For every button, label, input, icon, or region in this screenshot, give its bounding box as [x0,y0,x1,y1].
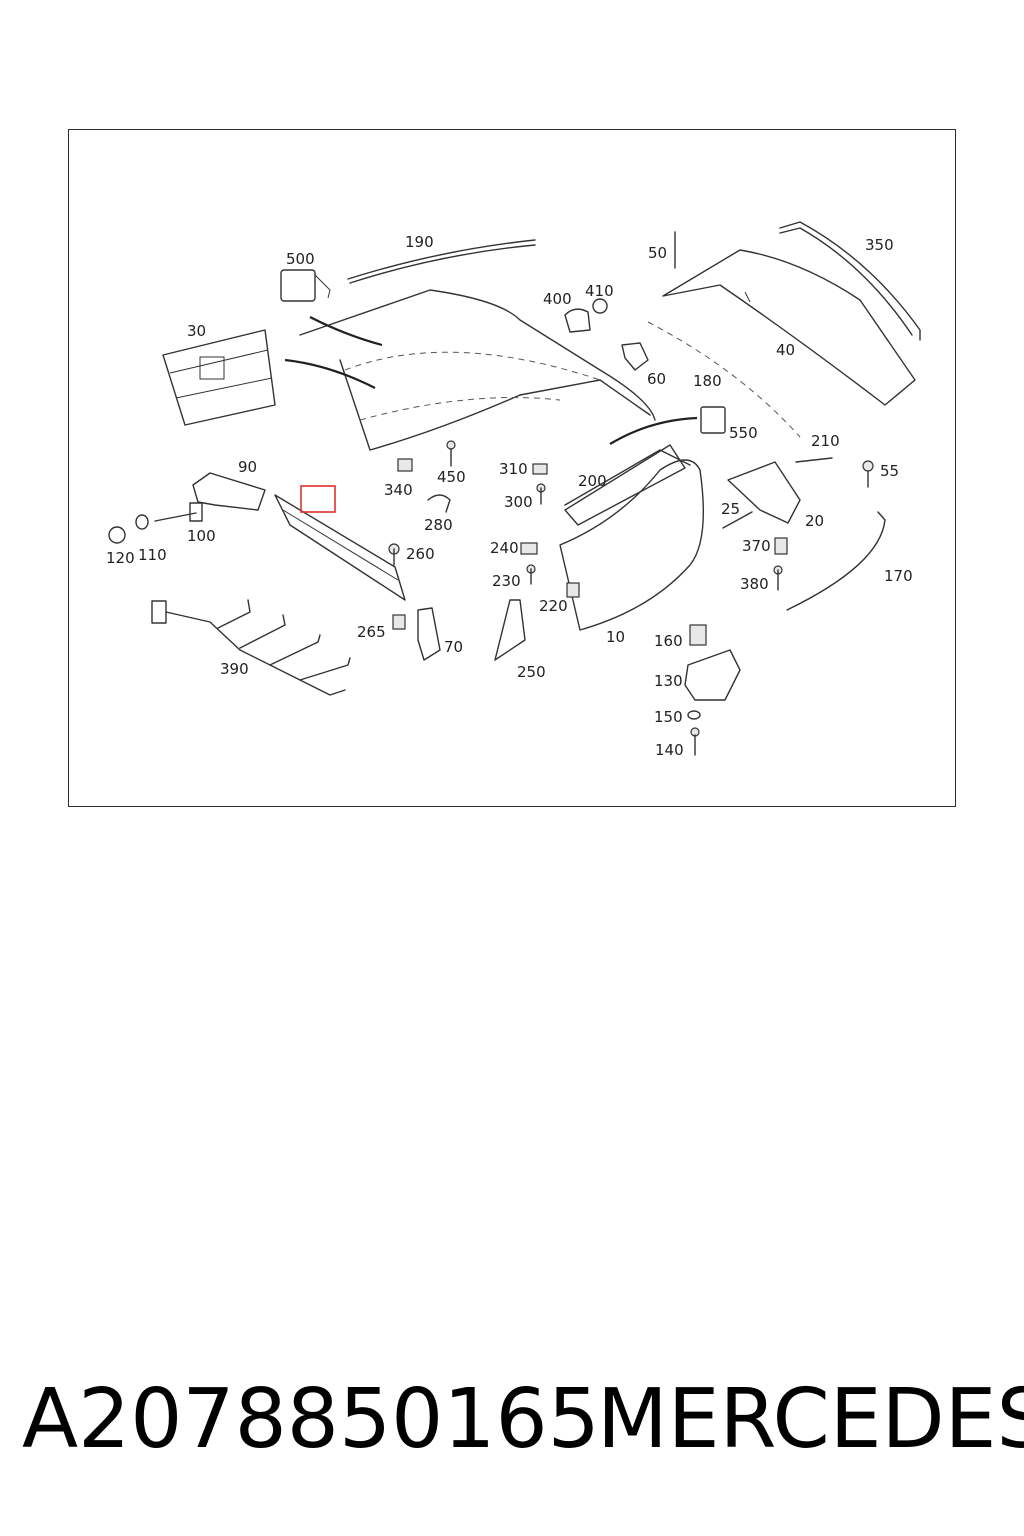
callout-label-170: 170 [884,567,913,585]
callout-label-190: 190 [405,233,434,251]
callout-label-340: 340 [384,481,413,499]
callout-label-110: 110 [138,546,167,564]
callout-label-40: 40 [776,341,795,359]
callout-label-280: 280 [424,516,453,534]
callout-label-250: 250 [517,663,546,681]
callout-label-90: 90 [238,458,257,476]
callout-label-60: 60 [647,370,666,388]
callout-label-500: 500 [286,250,315,268]
callout-label-210: 210 [811,432,840,450]
highlight-box [300,485,336,513]
callout-label-140: 140 [655,741,684,759]
callout-label-400: 400 [543,290,572,308]
callout-label-25: 25 [721,500,740,518]
callout-label-310: 310 [499,460,528,478]
brand-name: MERCEDES [597,1372,1024,1467]
callout-label-50: 50 [648,244,667,262]
callout-label-55: 55 [880,462,899,480]
parts-diagram: 190 500 30 400 410 50 350 40 60 180 550 210 55 90 340 4… [106,221,921,759]
callout-label-150: 150 [654,708,683,726]
callout-label-160: 160 [654,632,683,650]
callout-label-300: 300 [504,493,533,511]
callout-label-220: 220 [539,597,568,615]
callout-label-10: 10 [606,628,625,646]
callout-label-410: 410 [585,282,614,300]
callout-label-180: 180 [693,372,722,390]
callout-label-20: 20 [805,512,824,530]
callout-labels: 190 500 30 400 410 50 350 40 60 180 550 210 55 90 340 4… [106,233,913,759]
callout-label-70: 70 [444,638,463,656]
callout-label-240: 240 [490,539,519,557]
callout-label-350: 350 [865,236,894,254]
part-number: A2078850165 [22,1372,600,1467]
callout-label-370: 370 [742,537,771,555]
callout-label-100: 100 [187,527,216,545]
callout-label-265: 265 [357,623,386,641]
callout-label-120: 120 [106,549,135,567]
callout-label-260: 260 [406,545,435,563]
callout-label-230: 230 [492,572,521,590]
part-drawings [108,221,921,756]
callout-label-450: 450 [437,468,466,486]
callout-label-30: 30 [187,322,206,340]
footer: A2078850165 MERCEDES [0,1372,1024,1472]
diagram-frame [68,129,956,807]
callout-label-550: 550 [729,424,758,442]
callout-label-380: 380 [740,575,769,593]
callout-label-130: 130 [654,672,683,690]
callout-label-200: 200 [578,472,607,490]
callout-label-390: 390 [220,660,249,678]
